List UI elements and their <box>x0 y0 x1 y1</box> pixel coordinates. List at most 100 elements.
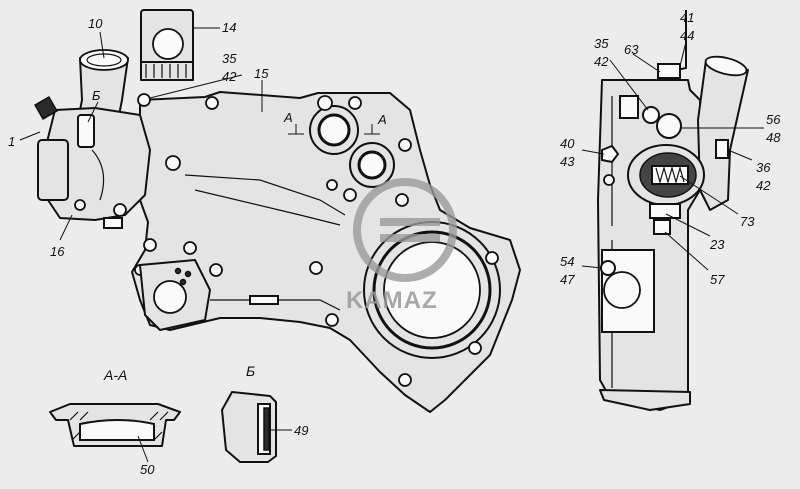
bracket-base <box>140 61 194 81</box>
outlet-pipe-mouth-inner <box>86 53 122 67</box>
section-label-a-left: A <box>283 110 293 125</box>
leader-r23 <box>665 213 711 237</box>
small-boss-e <box>343 188 357 202</box>
housing-flow-line <box>91 149 105 201</box>
cover-inner-edge <box>184 174 346 226</box>
callout-42: 42 <box>222 69 237 84</box>
bolt-hole-8 <box>485 251 499 265</box>
leader-10 <box>99 31 105 59</box>
housing-bolt-2 <box>113 203 127 217</box>
bolt-hole-6 <box>309 261 323 275</box>
side-plug-54-47 <box>600 260 616 276</box>
callout-r73: 73 <box>740 214 755 229</box>
leader-r73 <box>679 175 739 215</box>
callout-r41: 41 <box>680 10 694 25</box>
main-leaders <box>19 27 263 241</box>
bolt-hole-5 <box>209 263 223 277</box>
pump-opening <box>153 280 187 314</box>
lower-flange <box>210 299 341 311</box>
callout-1: 1 <box>8 134 15 149</box>
small-boss-f <box>326 179 338 191</box>
outlet-pipe-mouth <box>79 49 129 71</box>
bolt-hole-2 <box>165 155 181 171</box>
leader-1 <box>19 131 41 141</box>
section-aa-detail: А-А 50 <box>49 367 181 477</box>
bolt-hole-10 <box>398 373 412 387</box>
callout-35: 35 <box>222 51 237 66</box>
side-top-boss <box>619 95 639 119</box>
callout-r63: 63 <box>624 42 639 57</box>
callout-15: 15 <box>254 66 269 81</box>
section-marker-aa <box>288 124 380 135</box>
callout-r57: 57 <box>710 272 725 287</box>
side-plug-36-42 <box>715 139 729 159</box>
front-cover-assembly <box>34 9 521 413</box>
bracket-hole <box>152 28 184 60</box>
side-base-plate <box>599 389 691 411</box>
detail-b: Б 49 <box>221 363 308 463</box>
leader-50 <box>137 435 149 463</box>
callout-16: 16 <box>50 244 65 259</box>
callout-49: 49 <box>294 423 308 438</box>
small-boss-b <box>348 96 362 110</box>
small-boss-d <box>395 193 409 207</box>
drive-seal-ring <box>372 230 492 350</box>
section-aa-hatch <box>69 411 169 441</box>
section-aa-seal <box>79 419 155 441</box>
watermark-circle <box>353 178 457 282</box>
housing-bolt-3 <box>137 93 151 107</box>
detail-b-seal-inner <box>263 407 270 451</box>
watermark-text: KAMAZ <box>346 287 438 314</box>
side-plug-56-48 <box>656 113 682 139</box>
callout-14: 14 <box>222 20 236 35</box>
leader-r63 <box>632 53 661 73</box>
side-plug-left <box>603 174 615 186</box>
leader-r35-42 <box>609 59 649 111</box>
bolt-hole-3 <box>143 238 157 252</box>
housing-clip <box>34 96 58 120</box>
side-outlet-pipe <box>697 59 749 211</box>
kamaz-watermark: KAMAZ <box>346 178 457 314</box>
leader-r40-43 <box>581 149 605 155</box>
bracket-teeth <box>145 64 187 78</box>
pump-dot-3 <box>179 278 187 286</box>
callout-r43: 43 <box>560 154 575 169</box>
callout-50: 50 <box>140 462 155 477</box>
watermark-bar-2 <box>380 234 440 242</box>
side-body <box>597 79 701 411</box>
bolt-hole-7 <box>325 313 339 327</box>
bolt-hole-1 <box>205 96 219 110</box>
housing-bolt-1 <box>74 199 86 211</box>
callout-r44: 44 <box>680 28 694 43</box>
callout-r42b: 42 <box>756 178 771 193</box>
small-boss-a <box>317 95 333 111</box>
pump-dot-2 <box>184 270 192 278</box>
middle-seal-ring <box>357 150 387 180</box>
leader-35-42 <box>149 74 243 99</box>
callout-10: 10 <box>88 16 103 31</box>
callout-r47: 47 <box>560 272 575 287</box>
bolt-hole-9 <box>468 341 482 355</box>
leader-r57 <box>664 231 709 271</box>
side-top-nut <box>657 63 681 79</box>
housing-tab <box>103 217 123 229</box>
callout-r40: 40 <box>560 136 575 151</box>
leader-16 <box>59 214 73 241</box>
side-thermostat-spring <box>655 165 685 185</box>
pump-dot-1 <box>174 267 182 275</box>
section-aa-title: А-А <box>103 367 127 383</box>
housing-cap <box>37 139 69 201</box>
side-outlet-mouth <box>704 55 748 77</box>
section-label-a-right: A <box>377 112 387 127</box>
callout-b: Б <box>92 88 101 103</box>
side-square-23 <box>649 203 681 219</box>
leader-r36-42 <box>727 149 753 161</box>
callout-r36: 36 <box>756 160 771 175</box>
side-view-assembly <box>597 10 749 411</box>
callout-r56: 56 <box>766 112 781 127</box>
leader-r41-44 <box>679 41 687 67</box>
leader-r54-47 <box>581 265 603 269</box>
detail-b-title: Б <box>246 363 255 379</box>
leader-b <box>87 101 99 123</box>
